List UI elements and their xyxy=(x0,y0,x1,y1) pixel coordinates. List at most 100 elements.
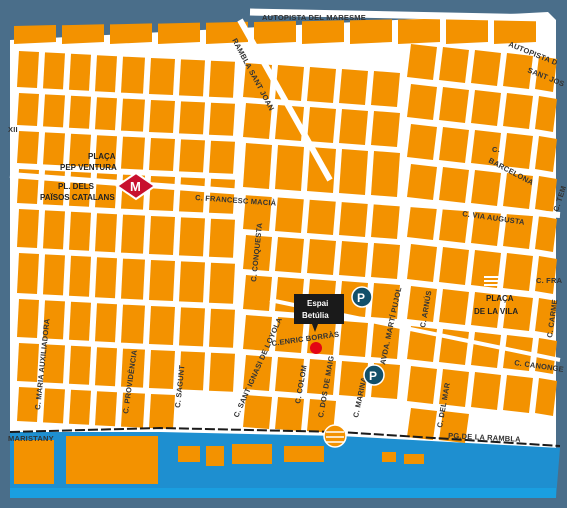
block xyxy=(206,21,248,44)
block xyxy=(149,58,175,95)
block xyxy=(149,100,175,133)
block xyxy=(69,53,91,91)
metro-label: M xyxy=(130,179,141,194)
place-label-placa-pep-2: PEP VENTURA xyxy=(60,163,117,172)
block xyxy=(339,321,368,357)
parking-label-1: P xyxy=(357,291,365,305)
block xyxy=(179,59,205,97)
block xyxy=(209,218,235,258)
block xyxy=(14,25,56,44)
block xyxy=(275,397,304,431)
block xyxy=(243,103,272,139)
poi-label-line2: Betúlia xyxy=(302,311,329,320)
block xyxy=(471,332,501,368)
block xyxy=(209,308,235,348)
block xyxy=(494,17,536,44)
block xyxy=(149,260,175,301)
poi-espai-betulia[interactable]: Espai Betúlia xyxy=(294,294,344,354)
block xyxy=(407,366,437,404)
poi-pointer xyxy=(312,324,318,332)
block xyxy=(243,235,272,271)
place-label-paisos-1: PL. DELS xyxy=(58,182,95,191)
block xyxy=(535,96,557,132)
block xyxy=(439,87,469,123)
block xyxy=(535,298,557,334)
block xyxy=(471,50,501,86)
block xyxy=(17,387,39,422)
block xyxy=(17,253,39,294)
block xyxy=(371,201,400,239)
block xyxy=(407,286,437,322)
block xyxy=(471,372,501,410)
block xyxy=(439,207,469,243)
block xyxy=(371,111,400,147)
street-label-fra: C. FRA xyxy=(536,276,563,285)
block xyxy=(439,167,469,203)
block xyxy=(69,95,91,129)
block xyxy=(149,216,175,255)
block xyxy=(535,216,557,252)
block xyxy=(69,345,91,385)
block xyxy=(95,97,117,131)
block xyxy=(307,399,336,433)
block xyxy=(179,217,205,257)
block xyxy=(398,18,440,44)
beach-stripes-icon xyxy=(484,276,500,286)
block xyxy=(43,388,65,424)
avenue-francesc-macia xyxy=(9,172,561,218)
block xyxy=(179,139,205,173)
block xyxy=(371,283,400,319)
block xyxy=(178,446,200,462)
block xyxy=(439,47,469,83)
block xyxy=(407,204,437,240)
block xyxy=(439,127,469,163)
block xyxy=(149,350,175,389)
block xyxy=(407,164,437,200)
parking-marker-2[interactable]: P xyxy=(363,364,385,386)
block xyxy=(43,132,65,166)
block xyxy=(503,253,533,291)
block xyxy=(439,289,469,325)
street-label-maristany: MARISTANY xyxy=(8,434,54,443)
block xyxy=(350,19,392,44)
block xyxy=(535,176,557,212)
parking-icon xyxy=(351,286,373,308)
block xyxy=(243,193,272,231)
block xyxy=(179,351,205,391)
block xyxy=(275,317,304,353)
parking-marker-1[interactable]: P xyxy=(351,286,373,308)
block xyxy=(503,173,533,209)
metro-station[interactable]: M xyxy=(115,171,157,201)
street-label-sagunt: C. SAGUNT xyxy=(173,364,186,408)
block xyxy=(179,101,205,135)
block xyxy=(95,303,117,343)
poi-box xyxy=(294,294,344,324)
block xyxy=(339,241,368,277)
block xyxy=(121,304,145,344)
block xyxy=(275,195,304,233)
block xyxy=(149,394,175,429)
block xyxy=(66,436,158,484)
block xyxy=(371,71,400,107)
block xyxy=(149,176,175,211)
place-label-placa-vila-2: DE LA VILA xyxy=(474,307,518,316)
metro-diamond-icon xyxy=(115,171,157,201)
block xyxy=(339,361,368,397)
station-icon xyxy=(323,424,347,448)
block xyxy=(275,357,304,393)
block xyxy=(69,133,91,167)
block xyxy=(206,446,224,466)
block xyxy=(209,102,235,136)
parking-label-2: P xyxy=(369,369,377,383)
block xyxy=(158,22,200,44)
block xyxy=(503,133,533,169)
block xyxy=(121,258,145,300)
block xyxy=(17,93,39,126)
street-label-rambla: PG.DE LA RAMBLA xyxy=(448,431,521,444)
block xyxy=(17,51,39,88)
block xyxy=(243,143,272,189)
block xyxy=(243,355,272,391)
sea-edge xyxy=(10,488,556,498)
block xyxy=(371,151,400,197)
